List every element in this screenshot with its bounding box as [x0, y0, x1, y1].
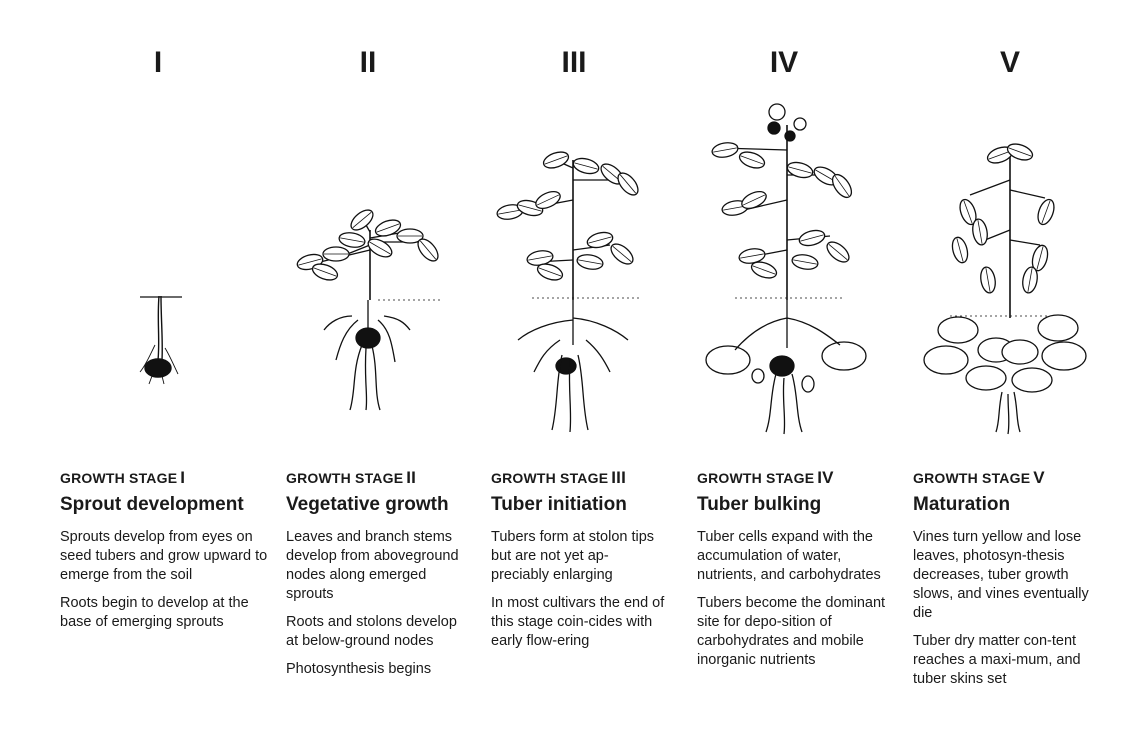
stage-name: Sprout development [60, 494, 244, 515]
plant-stage-3-illustration [495, 148, 643, 433]
stage-paragraph: Roots begin to develop at the base of em… [60, 595, 249, 630]
growth-stage-illustrations [139, 103, 1087, 435]
stage-name: Tuber bulking [697, 494, 822, 515]
stage-name: Vegetative growth [286, 494, 449, 515]
stage-paragraph: Roots and stolons develop at below-groun… [286, 614, 457, 649]
stage-numeral-3: III [561, 46, 587, 79]
stage-name: Tuber initiation [491, 494, 627, 515]
stage-numeral-5: V [999, 46, 1020, 79]
stage-paragraph: Tuber dry matter con-tent reaches a maxi… [913, 633, 1081, 687]
stage-paragraph: Tuber cells expand with the accumulation… [697, 529, 881, 583]
stage-paragraph: Sprouts develop from eyes on seed tubers… [60, 529, 268, 583]
stage-paragraph: Tubers form at stolon tips but are not y… [491, 529, 655, 583]
stage-paragraph: Leaves and branch stems develop from abo… [286, 529, 459, 602]
plant-stage-1-illustration [139, 295, 182, 385]
stage-paragraph: In most cultivars the end of this stage … [491, 595, 665, 649]
stage-name: Maturation [913, 494, 1011, 515]
plant-stage-4-illustration [705, 103, 867, 435]
stage-numeral-2: II [359, 46, 377, 79]
stage-paragraph: Vines turn yellow and lose leaves, photo… [913, 529, 1089, 621]
stage-paragraph: Tubers become the dominant site for depo… [697, 595, 886, 668]
stage-numeral-1: I [153, 46, 163, 79]
plant-stage-2-illustration [294, 205, 443, 411]
stage-paragraph: Photosynthesis begins [286, 661, 432, 677]
stage-numeral-4: IV [769, 46, 799, 79]
plant-stage-5-illustration [923, 140, 1087, 435]
